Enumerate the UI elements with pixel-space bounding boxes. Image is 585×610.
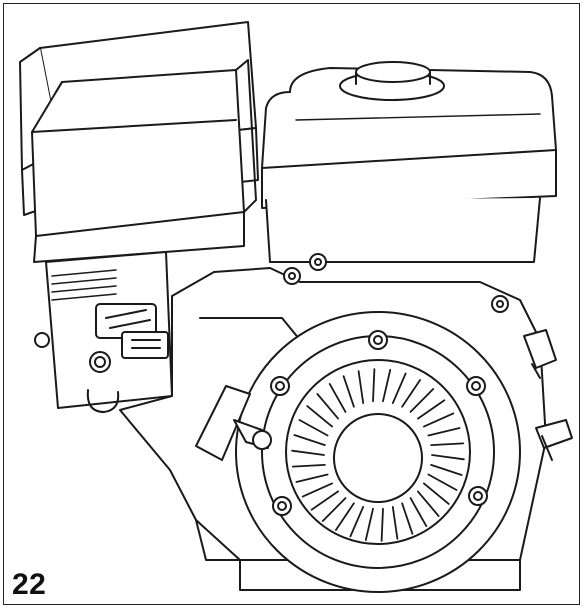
throttle-lever — [535, 419, 573, 461]
fuel-tank — [261, 67, 557, 263]
vent-slot — [310, 490, 339, 511]
recoil-vent-slots — [291, 368, 465, 542]
vent-slot — [306, 405, 333, 428]
vent-slot — [364, 507, 374, 541]
vent-slot — [417, 490, 440, 517]
recoil-starter — [235, 311, 521, 593]
vent-slot — [409, 497, 428, 527]
vent-slot — [291, 464, 326, 468]
vent-slot — [349, 506, 365, 538]
vent-slot — [401, 379, 421, 408]
vent-slot — [357, 370, 365, 404]
vent-slot — [328, 383, 347, 413]
figure-number: 22 — [12, 568, 47, 601]
vent-slot — [291, 449, 325, 456]
vent-slot — [430, 442, 465, 446]
vent-slot — [423, 412, 455, 428]
vent-slot — [335, 502, 355, 531]
vent-slot — [342, 375, 355, 408]
vent-slot — [430, 464, 463, 476]
vent-slot — [391, 506, 399, 540]
vent-slot — [431, 454, 465, 461]
vent-slot — [409, 388, 435, 413]
vent-slot — [298, 419, 329, 437]
vent-slot — [391, 372, 407, 404]
air-cleaner-housing — [31, 59, 257, 263]
fuel-cap — [339, 61, 445, 101]
vent-slot — [417, 399, 446, 420]
carburetor — [34, 251, 173, 413]
vent-slot — [427, 427, 461, 437]
vent-slot — [301, 482, 333, 498]
vent-slot — [401, 502, 414, 535]
vent-slot — [382, 369, 392, 403]
vent-slot — [321, 497, 347, 522]
oil-filler — [523, 329, 557, 379]
vent-slot — [423, 482, 450, 505]
vent-slot — [380, 507, 384, 542]
vent-slot — [372, 368, 376, 403]
vent-slot — [295, 473, 329, 483]
starter-handle — [195, 385, 272, 461]
vent-slot — [316, 393, 339, 420]
vent-slot — [293, 434, 326, 446]
vent-slot — [427, 473, 458, 491]
